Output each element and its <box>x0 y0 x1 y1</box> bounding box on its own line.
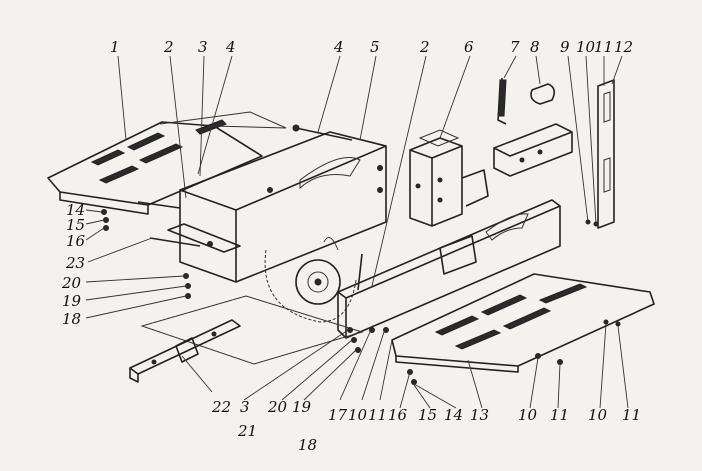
label-2: 2 <box>163 38 174 56</box>
label-20-left: 20 <box>61 274 82 292</box>
label-16-left: 16 <box>66 232 86 250</box>
label-20-bottom: 20 <box>267 398 288 416</box>
label-5: 5 <box>370 38 380 56</box>
label-15-bottom: 15 <box>418 406 437 424</box>
label-11-bottom-b: 11 <box>550 406 569 424</box>
label-13: 13 <box>470 406 489 424</box>
right-guard-plate <box>391 273 655 373</box>
label-7: 7 <box>510 38 520 56</box>
left-guard-plate <box>47 111 287 215</box>
label-15-left: 15 <box>66 216 85 234</box>
label-21: 21 <box>237 422 257 440</box>
leader-lines <box>85 55 629 409</box>
label-9: 9 <box>560 38 570 56</box>
label-10-bottom-c: 10 <box>588 406 608 424</box>
label-11-bottom-a: 11 <box>368 406 387 424</box>
label-10-bottom-a: 10 <box>348 406 368 424</box>
long-bolt <box>292 124 353 141</box>
main-frame-housing <box>167 131 387 283</box>
label-4: 4 <box>225 38 236 56</box>
label-19-bottom: 19 <box>292 398 312 416</box>
label-14-left: 14 <box>66 201 85 219</box>
square-post <box>409 129 489 227</box>
label-3: 3 <box>198 38 208 56</box>
label-23: 23 <box>65 254 85 272</box>
label-6: 6 <box>464 38 474 56</box>
label-18-left: 18 <box>62 310 81 328</box>
label-12: 12 <box>614 38 633 56</box>
label-17: 17 <box>328 406 348 424</box>
label-4b: 4 <box>333 38 344 56</box>
label-14-bottom: 14 <box>444 406 463 424</box>
label-11: 11 <box>594 38 613 56</box>
vertical-bracket <box>585 79 615 229</box>
label-10-bottom-b: 10 <box>518 406 538 424</box>
label-19-left: 19 <box>62 292 82 310</box>
frame-rail <box>337 199 561 339</box>
label-2b: 2 <box>419 38 430 56</box>
label-8: 8 <box>530 38 540 56</box>
label-3-bottom: 3 <box>240 398 250 416</box>
part-number-labels: 1 2 3 4 4 5 2 6 7 8 9 10 11 12 14 15 16 … <box>61 38 641 454</box>
rotor-disc <box>264 237 357 323</box>
label-10: 10 <box>576 38 596 56</box>
label-22: 22 <box>211 398 231 416</box>
pin-and-clip <box>493 77 573 177</box>
label-11-bottom-c: 11 <box>622 406 641 424</box>
label-18-bottom: 18 <box>298 436 317 454</box>
label-1: 1 <box>110 38 120 56</box>
lower-bracket-plate <box>129 295 364 383</box>
label-16-bottom: 16 <box>388 406 408 424</box>
